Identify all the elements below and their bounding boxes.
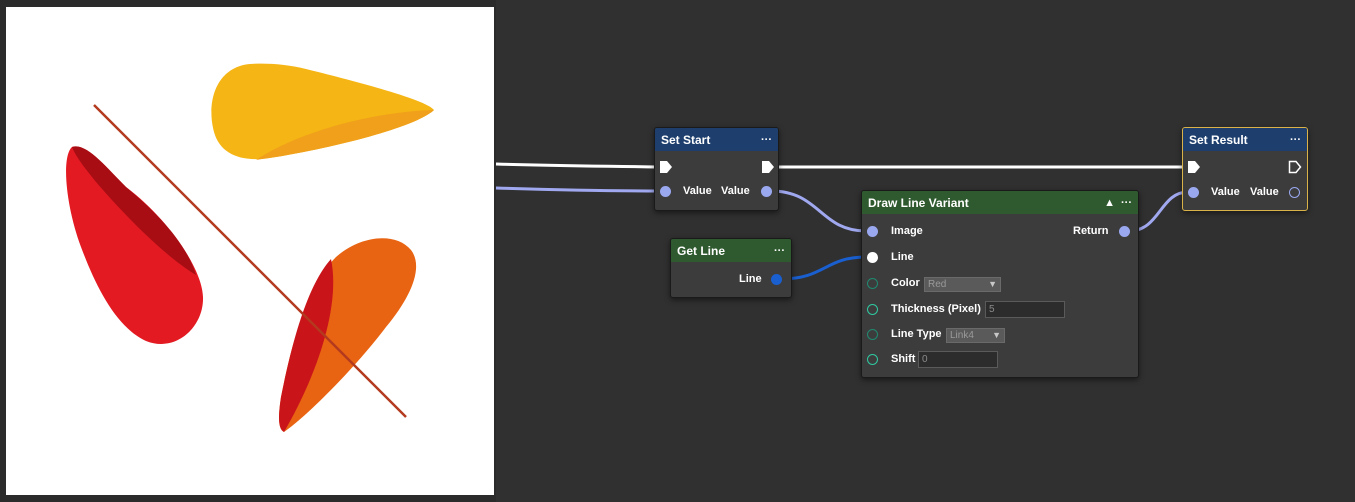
flask-icon: ▲ [1104,196,1115,209]
orange-shape-shadow [279,259,334,432]
preview-image [6,7,494,495]
value-in-label: Value [683,185,712,197]
chevron-down-icon: ▼ [988,279,997,289]
orange-shape [279,238,417,432]
line-in-port[interactable] [867,252,878,263]
node-header-draw-line-variant[interactable]: Draw Line Variant ▲ ··· [862,191,1138,214]
node-title: Get Line [677,243,726,258]
red-shape-shadow [72,146,196,275]
exec-out-port[interactable] [1288,160,1302,174]
shift-in-port[interactable] [867,354,878,365]
exec-in-port[interactable] [659,160,673,174]
line-type-select[interactable]: Link4 ▼ [946,328,1005,343]
value-in-port[interactable] [660,186,671,197]
return-out-port[interactable] [1119,226,1130,237]
more-icon[interactable]: ··· [761,133,772,146]
value-out-label: Value [1250,186,1279,198]
color-select[interactable]: Red ▼ [924,277,1001,292]
value-in-port[interactable] [1188,187,1199,198]
value-out-port[interactable] [1289,187,1300,198]
node-set-result[interactable]: Set Result ··· Value Value [1182,127,1308,211]
yellow-shape [211,63,434,160]
node-draw-line-variant[interactable]: Draw Line Variant ▲ ··· Image Return Lin… [861,190,1139,378]
shift-input[interactable]: 0 [918,351,998,368]
thickness-placeholder: 5 [989,304,995,315]
value-out-port[interactable] [761,186,772,197]
node-title: Set Start [661,132,711,147]
thickness-label: Thickness (Pixel) [891,303,981,315]
color-in-port[interactable] [867,278,878,289]
return-label: Return [1073,225,1109,237]
line-out-label: Line [739,273,762,285]
drawn-line [93,104,407,418]
thickness-in-port[interactable] [867,304,878,315]
image-in-port[interactable] [867,226,878,237]
node-set-start[interactable]: Set Start ··· Value Value [654,127,779,211]
shift-label: Shift [891,353,916,365]
node-header-set-start[interactable]: Set Start ··· [655,128,778,151]
shift-placeholder: 0 [922,354,928,365]
image-label: Image [891,225,923,237]
color-label: Color [891,277,920,289]
node-header-get-line[interactable]: Get Line ··· [671,239,791,262]
thickness-input[interactable]: 5 [985,301,1065,318]
value-in-label: Value [1211,186,1240,198]
chevron-down-icon: ▼ [992,330,1001,340]
more-icon[interactable]: ··· [1121,196,1132,209]
value-out-label: Value [721,185,750,197]
node-get-line[interactable]: Get Line ··· Line [670,238,792,298]
preview-panel [0,0,496,502]
line-type-select-value: Link4 [950,330,974,341]
line-label: Line [891,251,914,263]
node-title: Draw Line Variant [868,195,969,210]
red-shape [66,146,204,344]
exec-out-port[interactable] [761,160,775,174]
node-title: Set Result [1189,132,1248,147]
line-type-in-port[interactable] [867,329,878,340]
exec-in-port[interactable] [1187,160,1201,174]
color-select-value: Red [928,279,947,290]
more-icon[interactable]: ··· [1290,133,1301,146]
more-icon[interactable]: ··· [774,244,785,257]
line-type-label: Line Type [891,328,942,340]
node-header-set-result[interactable]: Set Result ··· [1183,128,1307,151]
yellow-shape-shadow [256,110,434,160]
line-out-port[interactable] [771,274,782,285]
